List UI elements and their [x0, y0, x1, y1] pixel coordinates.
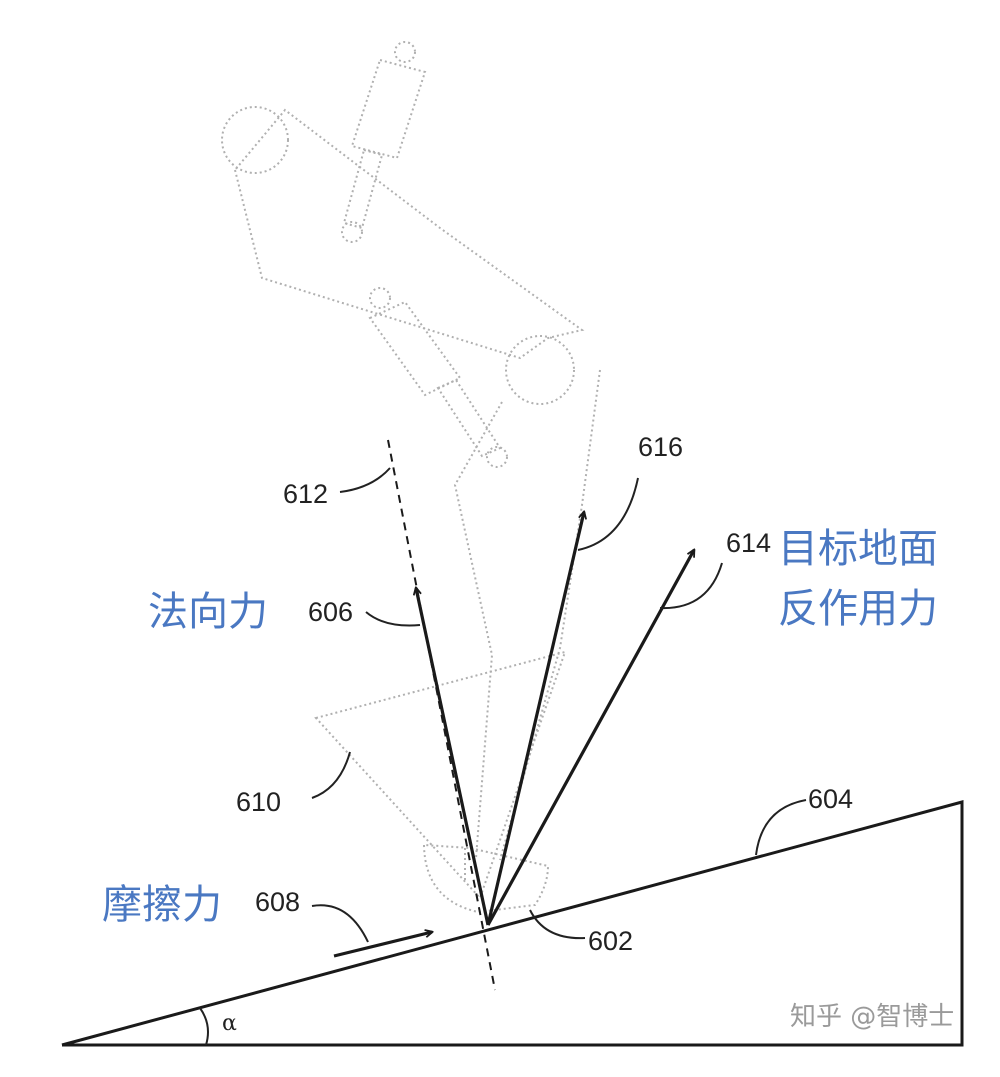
foot-pyramid: [314, 650, 567, 900]
friction-force-arrow: [333, 932, 432, 958]
hip-joint: [221, 106, 289, 174]
ref-616: 616: [638, 432, 683, 462]
angle-alpha: α: [222, 1011, 237, 1036]
ref-612: 612: [283, 479, 328, 509]
ref-602: 602: [588, 926, 633, 956]
robot-leg-outline: [221, 41, 601, 914]
reference-numbers: 612 606 616 614 610 608 602 604: [236, 432, 853, 956]
upper-actuator: [341, 41, 427, 243]
normal-force-arrow: [416, 588, 490, 926]
foot-sole: [422, 843, 550, 914]
ground-slope: α: [61, 800, 964, 1047]
shank: [453, 401, 503, 859]
label-normal-force: 法向力: [148, 589, 268, 635]
reaction-force-arrow-616: [486, 512, 584, 926]
thigh-body: [233, 108, 585, 360]
label-ground-reaction-line1: 目标地面: [778, 526, 938, 572]
watermark: 知乎 @智博士: [790, 1002, 954, 1032]
chinese-annotations: 法向力 目标地面 反作用力 摩擦力: [102, 526, 938, 928]
ref-614: 614: [726, 528, 771, 558]
force-arrows: [333, 512, 696, 958]
lower-actuator: [368, 287, 508, 468]
slope-angle-arc: [199, 1007, 209, 1046]
knee-joint: [505, 335, 575, 405]
ref-604: 604: [808, 784, 853, 814]
ref-610: 610: [236, 787, 281, 817]
leader-lines: [311, 467, 807, 943]
ref-608: 608: [255, 887, 300, 917]
label-ground-reaction-line2: 反作用力: [778, 586, 938, 632]
ground-reaction-force-arrow: [486, 550, 696, 926]
watermark-text: 知乎 @智博士: [790, 1002, 954, 1032]
ref-606: 606: [308, 597, 353, 627]
label-friction: 摩擦力: [102, 882, 222, 928]
